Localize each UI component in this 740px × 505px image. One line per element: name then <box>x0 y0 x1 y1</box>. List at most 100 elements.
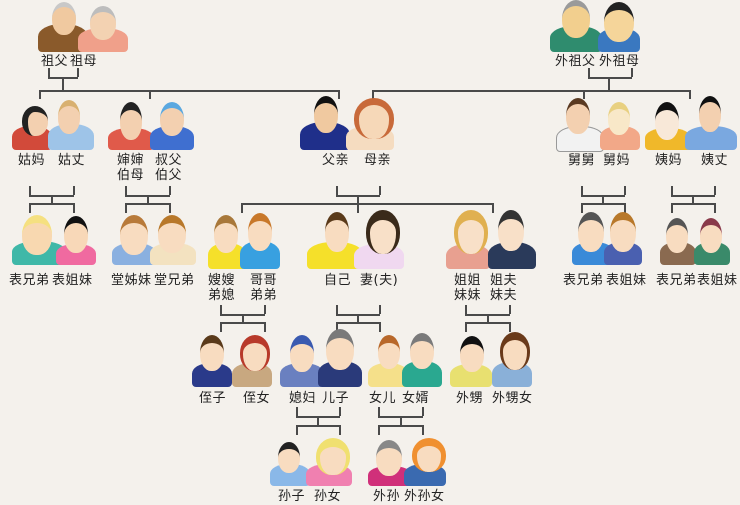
figure-brother <box>240 211 280 269</box>
connector <box>581 203 625 205</box>
figure-self <box>307 210 363 269</box>
connector <box>29 203 31 213</box>
connector <box>62 77 64 90</box>
connector <box>378 425 423 427</box>
connector <box>339 425 341 435</box>
connector <box>336 186 338 195</box>
label-line-1: 姐夫 <box>490 273 518 288</box>
figure-maternal-uncle <box>556 98 604 152</box>
connector <box>296 425 340 427</box>
connector <box>39 90 41 99</box>
connector <box>29 203 74 205</box>
figure-maternal-grandmother <box>598 0 640 52</box>
connector <box>48 68 50 77</box>
figure-spouse <box>354 210 404 269</box>
connector <box>671 203 715 205</box>
label-maternal-grandmother: 外祖母 <box>599 54 640 69</box>
figure-cousin-female-2 <box>604 212 642 265</box>
figure-grandmother <box>78 6 128 52</box>
label-son: 儿子 <box>322 391 350 406</box>
label-line-2: 伯父 <box>155 168 183 183</box>
label-daughter-son: 外孙 <box>373 489 401 504</box>
label-cousin-female-1: 表姐妹 <box>52 273 93 288</box>
label-self: 自己 <box>324 273 352 288</box>
connector <box>296 407 298 416</box>
label-paternal-uncle: 叔父 伯父 <box>155 153 182 183</box>
connector <box>400 416 402 425</box>
connector <box>689 90 691 99</box>
label-line-2: 弟弟 <box>250 288 278 303</box>
connector <box>581 203 583 213</box>
label-paternal-cousin-female: 堂姊妹 <box>111 273 152 288</box>
label-father: 父亲 <box>322 153 350 168</box>
connector <box>422 425 424 435</box>
connector <box>220 305 222 314</box>
figure-son-in-law <box>402 331 442 387</box>
figure-granddaughter <box>306 438 352 486</box>
label-paternal-cousin-male: 堂兄弟 <box>154 273 195 288</box>
label-maternal-uncle-wife: 舅妈 <box>603 153 631 168</box>
connector <box>336 305 338 314</box>
figure-nephew <box>192 333 232 387</box>
connector <box>379 305 381 314</box>
label-maternal-uncle: 舅舅 <box>568 153 596 168</box>
connector <box>465 305 467 314</box>
connector <box>242 314 244 322</box>
label-line-1: 嫂嫂 <box>208 273 236 288</box>
figure-cousin-male-3 <box>660 218 696 265</box>
connector <box>602 195 604 203</box>
figure-paternal-aunt-husband <box>48 98 94 150</box>
connector <box>296 425 298 435</box>
label-maternal-grandfather: 外祖父 <box>555 54 596 69</box>
figure-paternal-cousin-female <box>112 213 156 265</box>
connector <box>608 77 610 90</box>
label-sister-in-law: 嫂嫂 弟媳 <box>208 273 235 303</box>
figure-sister-daughter <box>492 330 532 387</box>
connector <box>357 314 359 322</box>
connector <box>378 407 380 416</box>
connector <box>714 203 716 213</box>
label-sister-husband: 姐夫 妹夫 <box>490 273 517 303</box>
figure-daughter <box>368 333 408 387</box>
connector <box>357 195 359 203</box>
figure-maternal-aunt-husband <box>685 96 737 150</box>
connector <box>73 186 75 195</box>
connector <box>379 186 381 195</box>
connector <box>336 322 380 324</box>
connector <box>125 203 170 205</box>
connector <box>378 425 380 435</box>
connector <box>509 305 511 314</box>
label-spouse: 妻(夫) <box>360 273 399 288</box>
connector <box>487 314 489 322</box>
label-maternal-aunt: 姨妈 <box>655 153 683 168</box>
figure-maternal-uncle-wife <box>600 100 640 150</box>
figure-daughter-in-law <box>280 333 324 387</box>
figure-sister <box>440 208 490 269</box>
figure-paternal-uncle-wife <box>108 102 154 150</box>
connector <box>241 203 493 205</box>
label-line-2: 妹妹 <box>454 288 482 303</box>
figure-father <box>300 96 350 150</box>
connector <box>317 416 319 425</box>
connector <box>692 195 694 203</box>
connector <box>338 90 340 99</box>
connector <box>631 68 633 77</box>
label-cousin-male-3: 表兄弟 <box>656 273 697 288</box>
connector <box>51 195 53 203</box>
label-sister-son: 外甥 <box>456 391 484 406</box>
label-grandmother: 祖母 <box>70 54 98 69</box>
figure-maternal-aunt <box>645 102 691 150</box>
connector <box>169 186 171 195</box>
label-granddaughter: 孙女 <box>314 489 342 504</box>
connector <box>422 407 424 416</box>
label-line-2: 妹夫 <box>490 288 518 303</box>
connector <box>149 90 151 99</box>
label-son-in-law: 女婿 <box>402 391 430 406</box>
connector <box>39 90 339 92</box>
label-mother: 母亲 <box>364 153 392 168</box>
label-nephew: 侄子 <box>199 391 227 406</box>
connector <box>465 322 467 332</box>
connector <box>372 90 690 92</box>
connector <box>125 186 127 195</box>
